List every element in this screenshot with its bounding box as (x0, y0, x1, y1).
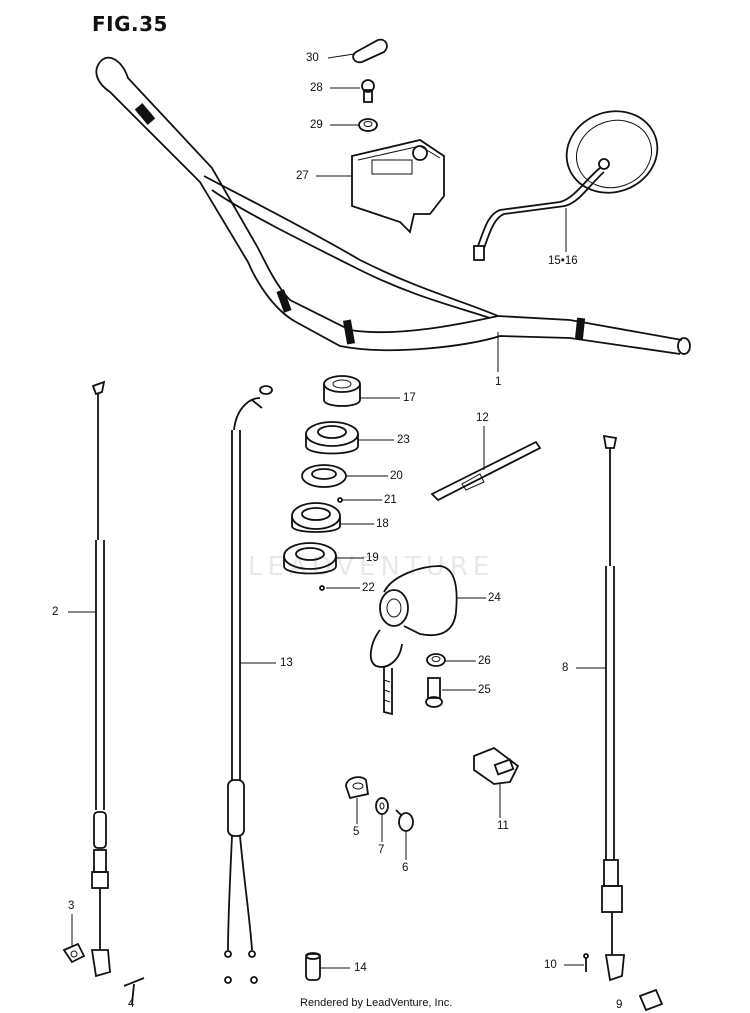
callout-24: 24 (488, 592, 501, 604)
callout-25: 25 (478, 684, 491, 696)
nut-17 (323, 375, 361, 407)
screw-28 (361, 79, 375, 103)
callout-30: 30 (306, 52, 319, 64)
throttle-cable (224, 385, 273, 984)
watermark: LEADVENTURE (248, 552, 495, 582)
callout-28: 28 (310, 82, 323, 94)
bearing-18 (291, 502, 341, 533)
ignition-switch (369, 565, 458, 716)
cap-30 (352, 38, 388, 64)
callout-26: 26 (478, 655, 491, 667)
pin-10 (583, 953, 589, 972)
callout-29: 29 (310, 119, 323, 131)
callout-1: 1 (495, 376, 502, 388)
footer-credit: Rendered by LeadVenture, Inc. (300, 997, 453, 1009)
clamp-5 (345, 776, 370, 800)
callout-10: 10 (544, 959, 557, 971)
figure-title: FIG.35 (92, 12, 168, 36)
ball-22 (319, 585, 325, 591)
mirror (473, 110, 659, 261)
ring-19 (283, 542, 337, 575)
clutch-cable (90, 380, 111, 978)
callout-21: 21 (384, 494, 397, 506)
leader-lines (68, 53, 606, 969)
callout-22: 22 (362, 582, 375, 594)
callout-9: 9 (616, 999, 623, 1011)
callout-5: 5 (353, 826, 360, 838)
pin-4 (123, 977, 145, 1005)
guide-11 (473, 746, 520, 785)
switch-housing (351, 139, 445, 234)
washer-29 (358, 118, 378, 132)
handlebar (95, 56, 691, 355)
nut-9 (638, 988, 664, 1012)
callout-15-16: 15•16 (548, 255, 578, 267)
callout-20: 20 (390, 470, 403, 482)
nut-26 (426, 653, 446, 667)
cap-14 (305, 952, 321, 981)
callout-11: 11 (497, 820, 509, 832)
ball-21 (337, 497, 343, 503)
callout-19: 19 (366, 552, 379, 564)
screw-6 (395, 809, 414, 832)
washer-7 (375, 797, 389, 815)
callout-23: 23 (397, 434, 410, 446)
ring-20 (301, 464, 347, 488)
callout-8: 8 (562, 662, 569, 674)
bolt-3 (62, 942, 86, 964)
callout-13: 13 (280, 657, 293, 669)
callout-7: 7 (378, 844, 385, 856)
strap-12 (430, 440, 542, 502)
callout-12: 12 (476, 412, 489, 424)
brake-cable (601, 434, 625, 982)
callout-27: 27 (296, 170, 309, 182)
callout-6: 6 (402, 862, 409, 874)
ring-23 (305, 421, 359, 455)
callout-4: 4 (128, 998, 135, 1010)
callout-3: 3 (68, 900, 75, 912)
callout-17: 17 (403, 392, 416, 404)
bolt-25 (425, 677, 443, 708)
callout-14: 14 (354, 962, 367, 974)
callout-2: 2 (52, 606, 59, 618)
callout-18: 18 (376, 518, 389, 530)
